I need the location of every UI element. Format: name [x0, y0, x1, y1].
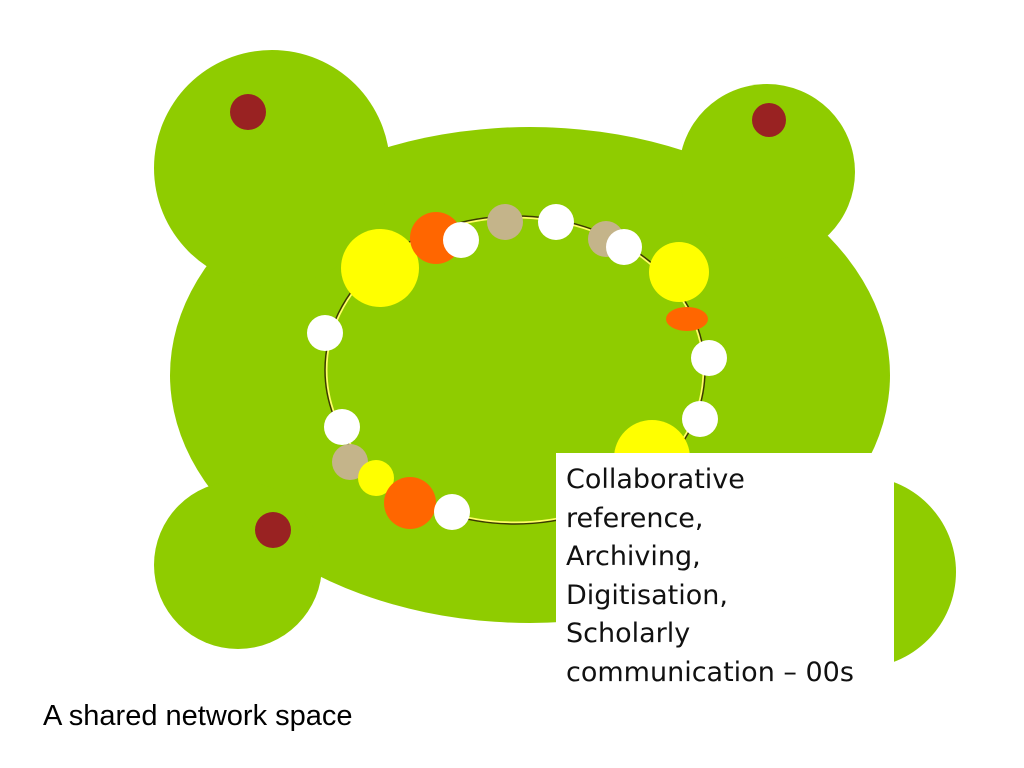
node-white [324, 409, 360, 445]
node-yellow [358, 460, 394, 496]
node-tan [487, 204, 523, 240]
node-white [538, 204, 574, 240]
anchor-dots [230, 94, 786, 548]
caption: A shared network space [43, 700, 353, 732]
node-orange [384, 477, 436, 529]
node-yellow [649, 242, 709, 302]
node-white [434, 494, 470, 530]
network-lobe-bottom-left [154, 481, 322, 649]
anchor-dot [255, 512, 291, 548]
node-tan [332, 444, 368, 480]
anchor-dot [752, 103, 786, 137]
node-yellow [341, 229, 419, 307]
network-lobe-top-left [154, 50, 390, 286]
anchor-dot [230, 94, 266, 130]
node-white [606, 229, 642, 265]
callout-line: Collaborative [566, 464, 745, 495]
node-white [682, 401, 718, 437]
network-lobe-top-right [679, 84, 855, 260]
node-white [443, 222, 479, 258]
callout-line: Digitisation, [566, 579, 728, 611]
callout-line: Archiving, [566, 541, 701, 572]
callout-line: communication – 00s [566, 656, 854, 688]
node-white [691, 340, 727, 376]
callout-box: Collaborative reference, Archiving, Digi… [556, 453, 894, 705]
node-white [307, 315, 343, 351]
callout-line: reference, [566, 502, 704, 534]
ring-nodes [307, 204, 727, 530]
callout-line: Scholarly [566, 618, 691, 649]
node-orange [666, 307, 708, 331]
